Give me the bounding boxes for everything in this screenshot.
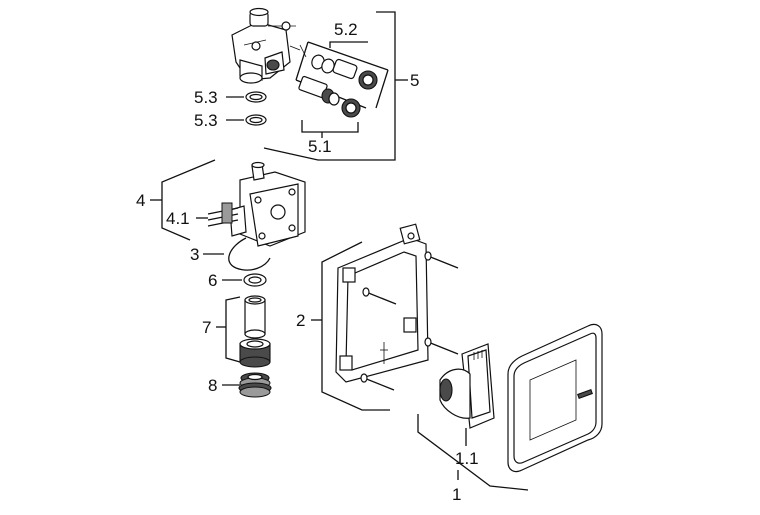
screws: [360, 251, 459, 391]
bracket-2: [321, 241, 390, 411]
protective-tube-7: [244, 295, 266, 339]
callout-5-2: 5.2: [334, 20, 358, 39]
cable-3: [228, 237, 271, 271]
callout-6: 6: [208, 271, 217, 290]
flush-box: [229, 161, 306, 247]
bracket-5-1: [301, 120, 359, 133]
callout-3: 3: [190, 245, 199, 264]
bracket-7: [225, 296, 241, 363]
valve-body: [231, 7, 307, 84]
valve-insert-5-1: [298, 75, 361, 118]
mounting-frame-2: [335, 223, 429, 383]
callout-4-1: 4.1: [166, 209, 190, 228]
bracket-4: [161, 159, 216, 241]
bracket-5-2: [329, 41, 368, 48]
sensor-unit-1-1: [439, 343, 495, 429]
callout-8: 8: [208, 376, 217, 395]
seal-sleeve-8: [238, 372, 272, 398]
cover-plate-1: [507, 323, 603, 473]
bracket-1: [417, 414, 529, 491]
callout-1: 1: [452, 485, 461, 504]
callout-5: 5: [410, 71, 419, 90]
callout-7: 7: [202, 318, 211, 337]
valve-insert-5-2: [295, 41, 389, 109]
callout-2: 2: [296, 311, 305, 330]
bracket-5: [263, 11, 396, 161]
cables-4-1: [207, 202, 239, 227]
callout-4: 4: [136, 191, 145, 210]
callout-5-3-lower: 5.3: [194, 111, 218, 130]
callout-1-1: 1.1: [455, 449, 479, 468]
callout-5-3-upper: 5.3: [194, 88, 218, 107]
gasket-6: [243, 273, 267, 287]
callout-5-1: 5.1: [308, 137, 332, 156]
nut-7: [239, 338, 271, 368]
o-rings-5-3: [245, 91, 267, 126]
